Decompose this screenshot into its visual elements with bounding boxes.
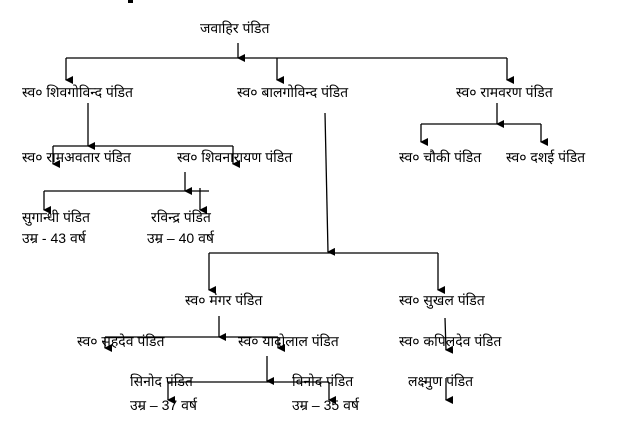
node-dashai: स्व० दशई पंडित xyxy=(506,149,586,165)
node-mangar: स्व० मंगर पंडित xyxy=(185,292,263,308)
vinod-age: उम्र – 35 वर्ष xyxy=(292,397,359,413)
node-vinod: विनोद पंडित xyxy=(292,373,354,389)
ravindra-age: उम्र – 40 वर्ष xyxy=(147,230,214,246)
node-chauki: स्व० चौकी पंडित xyxy=(399,149,482,165)
node-kapildev: स्व० कपिलदेव पंडित xyxy=(399,333,502,349)
node-yadolal: स्व० यादोलाल पंडित xyxy=(238,333,339,349)
node-shivnarayan: स्व० शिवनारायण पंडित xyxy=(177,149,293,165)
node-sinod: सिनोद पंडित xyxy=(130,373,193,389)
arrow-balgovind-children xyxy=(324,112,336,256)
node-sukhal: स्व० सुखल पंडित xyxy=(399,292,485,308)
node-jawahir: जवाहिर पंडित xyxy=(200,20,270,36)
arrow-kapildev xyxy=(444,317,454,354)
sugandhi-age: उम्र - 43 वर्ष xyxy=(22,230,86,246)
node-sahdev: स्व० सहदेव पंडित xyxy=(77,333,165,349)
node-ravindra: रविन्द्र पंडित xyxy=(151,209,211,225)
node-lakshman: लक्ष्मुण पंडित xyxy=(408,373,474,389)
node-ramavatar: स्व० रामअवतार पंडित xyxy=(22,149,131,165)
node-shivgovind: स्व० शिवगोविन्द पंडित xyxy=(22,84,133,100)
corner-mark xyxy=(128,0,133,3)
node-sugandhi: सुगान्धी पंडित xyxy=(22,209,91,225)
sinod-age: उम्र – 37 वर्ष xyxy=(130,397,197,413)
node-balgovind: स्व० बालगोविन्द पंडित xyxy=(237,84,349,100)
node-ramvaran: स्व० रामवरण पंडित xyxy=(456,84,553,100)
